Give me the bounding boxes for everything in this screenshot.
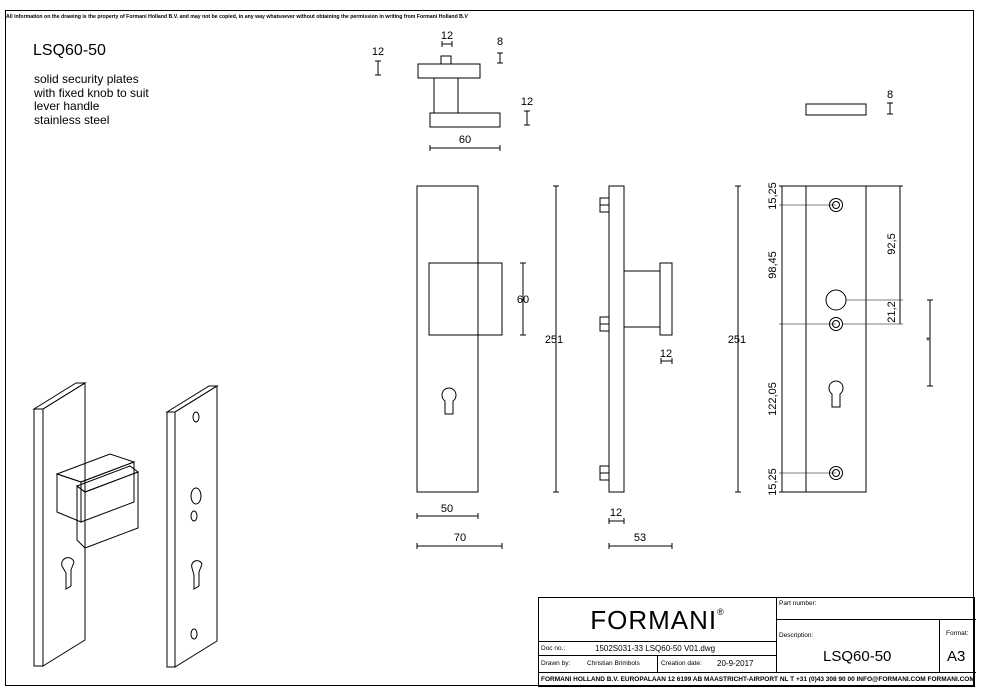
description-value: LSQ60-50 — [823, 648, 892, 665]
iso-screw-hole — [190, 628, 198, 640]
knob-cap — [440, 55, 452, 65]
isometric-back-plate — [165, 385, 219, 668]
title-block: FORMANI® Doc no.: 1502S031-33 LSQ60-50 V… — [538, 597, 976, 687]
drawn-by-label: Drawn by: — [541, 660, 571, 667]
description-line: solid security plates — [34, 72, 139, 86]
doc-no-value: 1502S031-33 LSQ60-50 V01.dwg — [595, 644, 716, 653]
dim-label: 53 — [634, 532, 646, 544]
knob-top-plate — [417, 63, 481, 79]
top-view-knob: 12 12 8 12 60 — [372, 30, 533, 151]
company-footer: FORMANI HOLLAND B.V. EUROPALAAN 12 6199 … — [541, 676, 975, 683]
iso-screw-hole — [190, 510, 198, 522]
doc-no-row: Doc no.: 1502S031-33 LSQ60-50 V01.dwg — [539, 642, 777, 656]
cell-divider — [657, 656, 658, 672]
product-code: LSQ60-50 — [33, 42, 106, 59]
plate-top-view: 8 — [805, 89, 893, 116]
front-plate — [416, 185, 479, 493]
dim-label: 15,25 — [767, 468, 779, 496]
side-view: 12 12 53 — [599, 185, 673, 549]
copyright-notice: All information on the drawing is the pr… — [6, 14, 468, 20]
iso-cylinder-hole — [191, 560, 203, 590]
dim-label: 251 — [545, 334, 563, 346]
dim-label: 12 — [660, 348, 672, 360]
drawn-by-value: Christian Brimbols — [587, 660, 640, 667]
format-label: Format: — [946, 630, 969, 637]
dim-label: 8 — [887, 89, 893, 101]
dim-label: 122,05 — [767, 382, 779, 416]
dim-label: * — [926, 336, 930, 347]
back-view: 251 15,25 98,45 122,05 15,25 92,5 21,2 * — [728, 182, 933, 496]
knob-stem — [433, 77, 459, 114]
description-cell: Description: LSQ60-50 — [777, 620, 940, 673]
creation-date-label: Creation date: — [661, 660, 702, 667]
drawn-by-row: Drawn by: Christian Brimbols Creation da… — [539, 656, 777, 673]
registered-mark: ® — [717, 607, 725, 617]
isometric-plate-with-knob — [32, 382, 140, 667]
dim-label: 98,45 — [767, 251, 779, 279]
dim-label: 12 — [441, 30, 453, 42]
description-line: stainless steel — [34, 112, 110, 127]
iso-knob-hole — [190, 487, 202, 505]
dim-label: 251 — [728, 334, 746, 346]
front-knob — [428, 262, 503, 336]
drawing-frame — [5, 10, 974, 686]
dim-label: 21,2 — [886, 301, 898, 322]
doc-no-label: Doc no.: — [541, 645, 566, 652]
dim-label: 50 — [441, 503, 453, 515]
format-value: A3 — [947, 648, 966, 665]
logo-text: FORMANI — [590, 605, 718, 635]
part-number-label: Part number: — [779, 600, 817, 607]
description-line: with fixed knob to suit — [34, 85, 149, 100]
back-plate — [805, 185, 867, 493]
dim-label: 70 — [454, 532, 466, 544]
product-description: solid security plates with fixed knob to… — [34, 72, 149, 127]
part-number-cell: Part number: — [777, 598, 976, 620]
side-knob — [659, 262, 673, 336]
dim-label: 12 — [372, 46, 384, 58]
plate-bar — [805, 103, 867, 116]
iso-screw-hole — [192, 411, 200, 423]
side-plate — [608, 185, 625, 493]
iso-cylinder-hole — [61, 557, 75, 590]
dim-label: 60 — [517, 294, 529, 306]
dim-label: 12 — [610, 507, 622, 519]
dim-label: 15,25 — [767, 182, 779, 210]
creation-date-value: 20-9-2017 — [717, 659, 754, 668]
knob-base — [429, 112, 501, 128]
format-cell: Format: A3 — [940, 620, 976, 673]
cylinder-hole — [828, 380, 844, 408]
side-knob-stem — [623, 270, 661, 328]
dim-label: 60 — [459, 134, 471, 146]
front-view: 60 251 50 70 — [416, 185, 563, 549]
description-label: Description: — [779, 632, 814, 639]
description-line: lever handle — [34, 99, 100, 113]
cylinder-hole — [441, 387, 457, 415]
dim-label: 92,5 — [886, 233, 898, 254]
dim-label: 12 — [521, 96, 533, 108]
formani-logo: FORMANI® — [539, 598, 777, 642]
dim-label: 8 — [497, 36, 503, 48]
knob-hole — [825, 289, 847, 311]
